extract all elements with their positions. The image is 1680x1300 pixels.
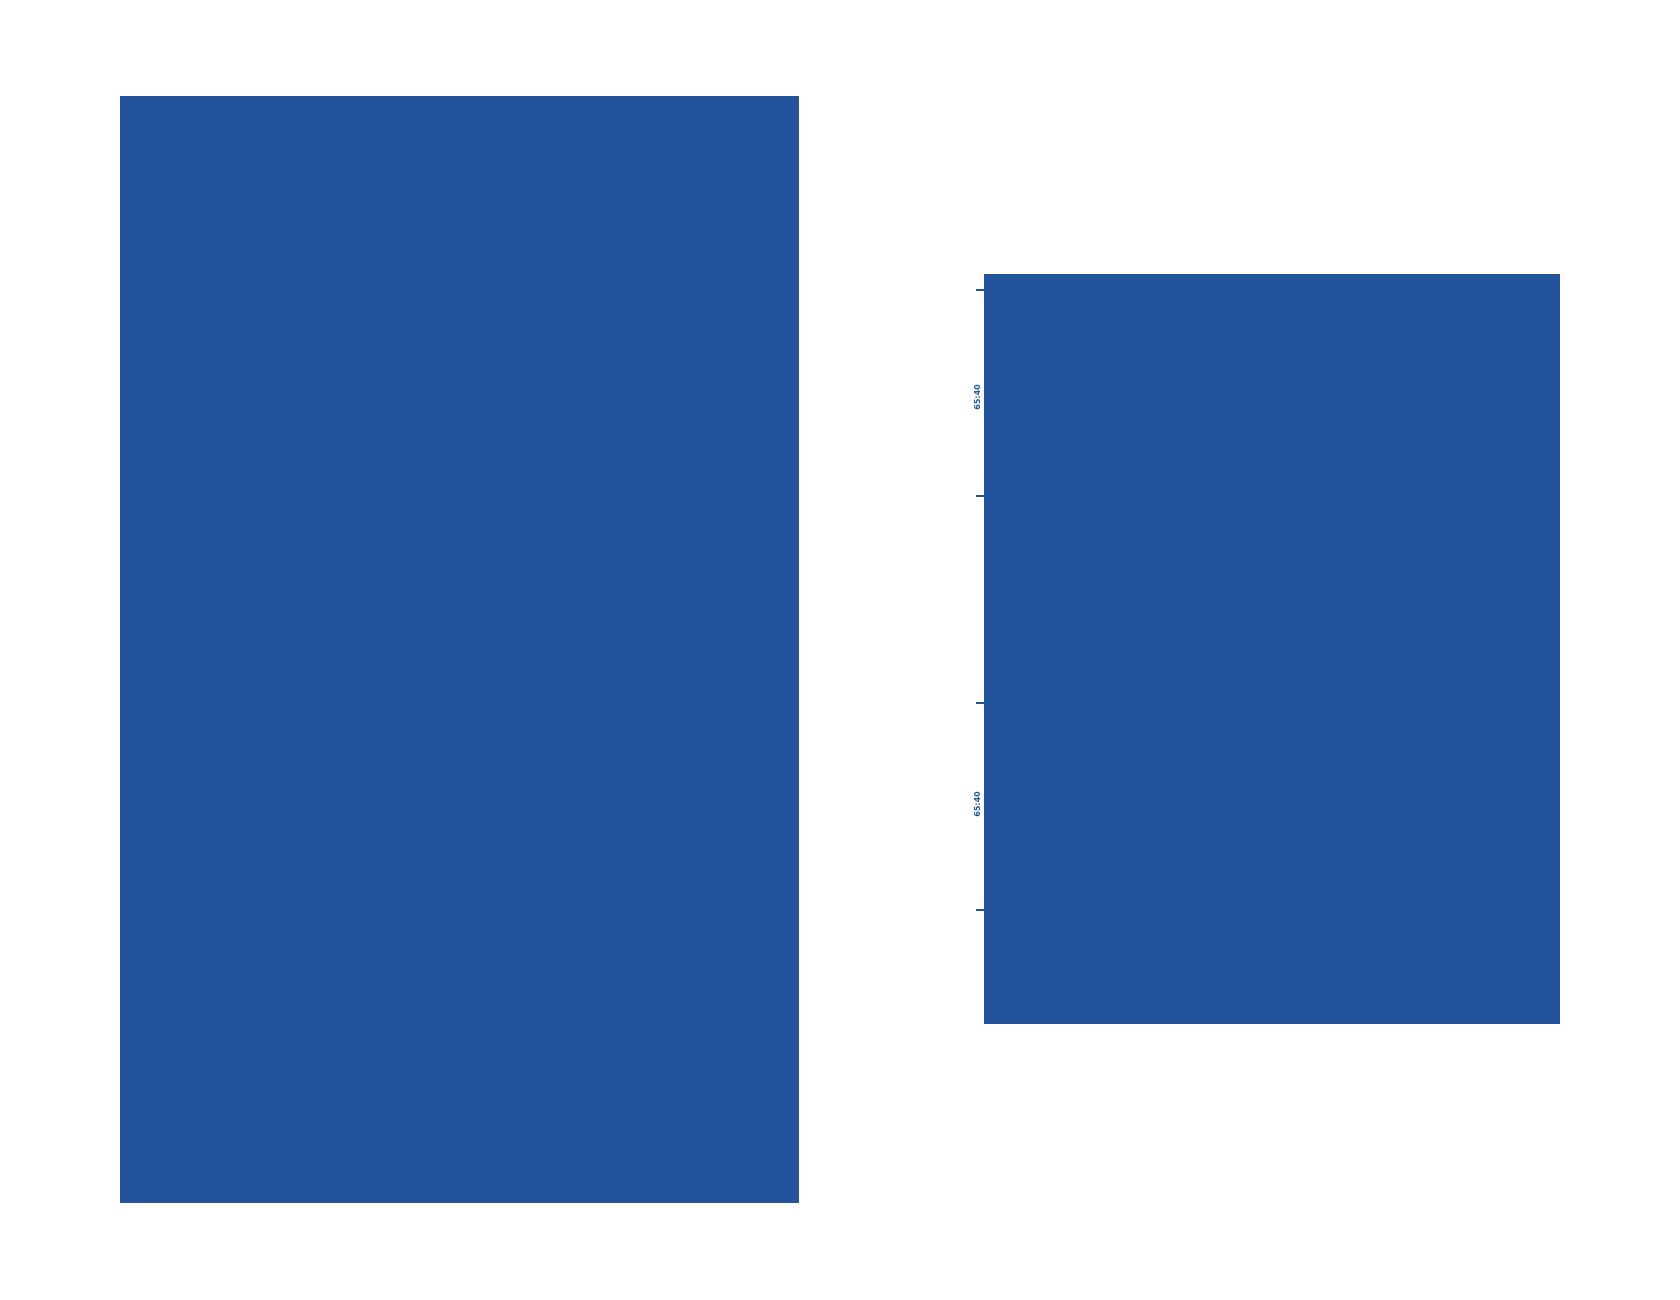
map-panel-left <box>120 96 799 1203</box>
axis-tick <box>976 909 984 911</box>
axis-tick <box>976 495 984 497</box>
axis-tick <box>976 702 984 704</box>
axis-tick <box>976 289 984 291</box>
map-panel-right <box>984 274 1560 1024</box>
axis-tick-label: 65:40 <box>973 791 982 817</box>
axis-tick-label: 65:40 <box>973 384 982 410</box>
